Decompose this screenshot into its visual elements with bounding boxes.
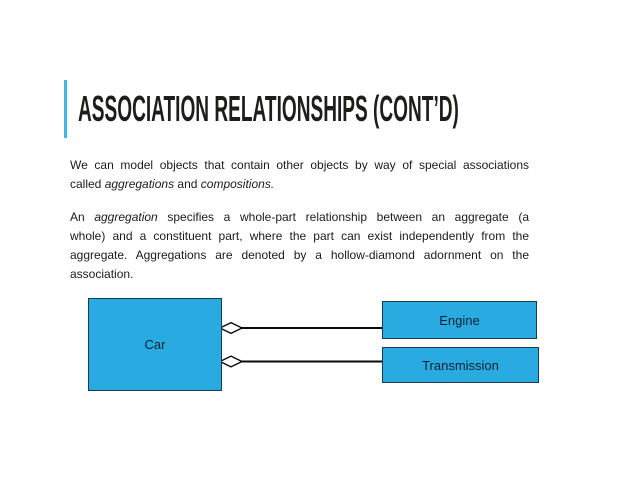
- paragraph-intro: We can model objects that contain other …: [70, 156, 529, 194]
- class-box-car: Car: [88, 298, 222, 391]
- aggregation-diamond-icon: [218, 355, 244, 368]
- text-line: aggregate. Aggregations are denoted by a…: [70, 248, 529, 262]
- slide-title: ASSOCIATION RELATIONSHIPS (CONT’D): [78, 88, 459, 129]
- title-accent-bar: [64, 80, 67, 138]
- class-box-engine: Engine: [382, 301, 537, 339]
- class-box-label: Car: [144, 337, 166, 352]
- aggregation-diamond-icon: [218, 321, 244, 335]
- paragraph-aggregation: An aggregation specifies a whole-part re…: [70, 208, 529, 284]
- text-line: An aggregation specifies a whole-part re…: [70, 210, 529, 224]
- class-box-label: Transmission: [422, 357, 499, 373]
- text-line: whole) and a constituent part, where the…: [70, 229, 529, 243]
- text-line: association.: [70, 267, 134, 281]
- class-box-transmission: Transmission: [382, 347, 539, 383]
- body-text: We can model objects that contain other …: [70, 156, 529, 284]
- text-line: called aggregations and compositions.: [70, 177, 275, 191]
- class-box-label: Engine: [439, 312, 480, 328]
- text-line: We can model objects that contain other …: [70, 158, 529, 172]
